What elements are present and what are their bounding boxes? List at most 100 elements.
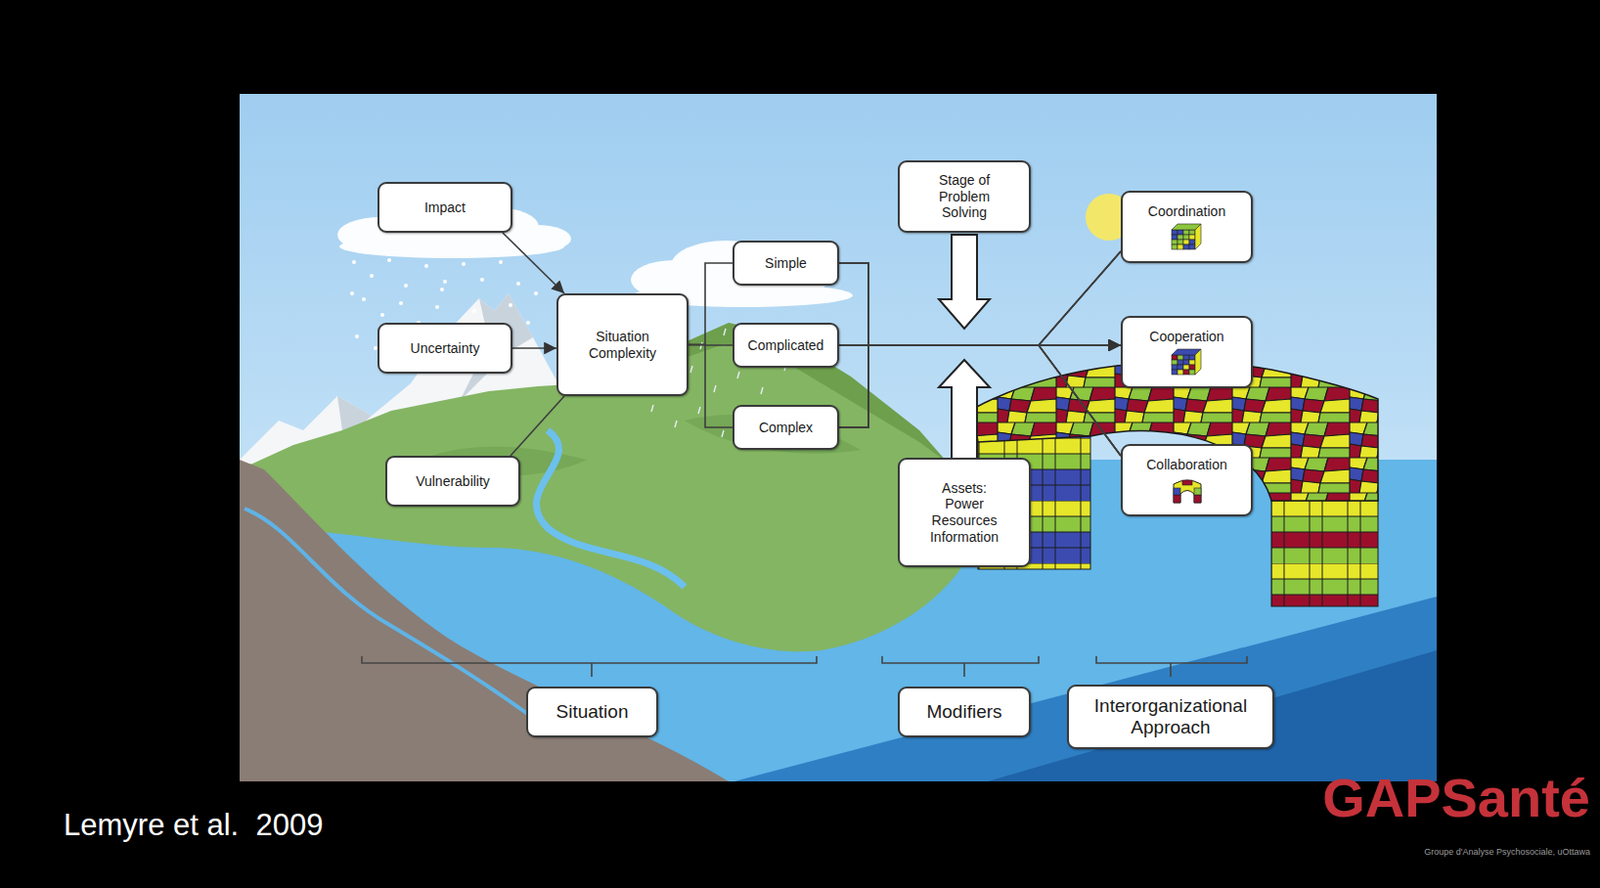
icon-part (1189, 355, 1196, 360)
section-label-box: Interorganizational Approach (1066, 684, 1275, 750)
icon-part (1183, 229, 1190, 235)
icon-part (1189, 364, 1196, 370)
node-text: Collaboration (1146, 456, 1228, 474)
icon-part (1171, 364, 1178, 370)
icon-part (1177, 244, 1184, 250)
bracket (361, 656, 817, 677)
connector (839, 263, 1121, 346)
node-text: Simple (764, 255, 807, 272)
icon-part (1195, 349, 1201, 375)
icon-part (1195, 223, 1201, 250)
river (244, 508, 548, 729)
brown-land (239, 459, 729, 782)
factor-box: Uncertainty (377, 322, 513, 374)
river (535, 430, 685, 587)
connector (839, 345, 1121, 456)
scene (239, 93, 1437, 782)
icon-part (1189, 239, 1196, 245)
connector (839, 251, 1121, 428)
complexity-box: Situation Complexity (556, 293, 689, 397)
icon-part (1189, 244, 1196, 250)
modifier-box: Stage of Problem Solving (897, 160, 1031, 233)
connector (839, 263, 1121, 456)
connector (839, 345, 1121, 456)
icon-part (1189, 369, 1196, 375)
logo-subtitle: Groupe d'Analyse Psychosociale, uOttawa (1423, 846, 1591, 857)
icon-part (1171, 229, 1178, 235)
icon-part (1183, 244, 1190, 250)
node-text: Impact (424, 199, 466, 217)
node-text: Complex (758, 419, 813, 437)
node-text: Coordination (1148, 203, 1226, 221)
deep-water (987, 650, 1437, 782)
icon-part (1189, 359, 1196, 365)
connector (688, 345, 733, 429)
block-arrow (938, 359, 990, 460)
complexity-level-box: Simple (732, 240, 840, 286)
icon-part (1171, 359, 1178, 365)
node-text: Complicated (748, 337, 825, 355)
approach-box: Coordination (1120, 190, 1253, 264)
citation: Lemyre et al. 2009 (63, 807, 323, 844)
sky (239, 93, 1437, 782)
connector (839, 251, 1121, 346)
icon-part (1177, 239, 1184, 245)
connector (688, 263, 733, 346)
connector (839, 251, 1121, 346)
cloud (339, 234, 565, 259)
icon-part (1194, 488, 1201, 495)
icon-part (1183, 239, 1190, 245)
connector (839, 345, 1121, 428)
approach-box: Cooperation (1120, 315, 1253, 389)
node-text: Assets: Power Resources Information (925, 480, 1004, 545)
node-text: Cooperation (1149, 328, 1224, 346)
modifier-box: Assets: Power Resources Information (897, 457, 1031, 568)
node-text: Stage of Problem Solving (932, 172, 997, 222)
bracket (1096, 656, 1247, 677)
icon-part (1177, 229, 1184, 235)
complexity-level-box: Complex (732, 404, 840, 450)
icon-part (1194, 494, 1201, 503)
factor-box: Vulnerability (385, 455, 521, 507)
factor-box: Impact (377, 181, 513, 233)
cube-icon (1170, 222, 1204, 251)
block-arrow (938, 234, 990, 329)
node-text: Uncertainty (410, 340, 481, 357)
node-text: Modifiers (926, 701, 1002, 723)
icon-part (1183, 234, 1190, 240)
icon-part (1173, 494, 1181, 503)
icon-part (1171, 234, 1178, 240)
node-text: Vulnerability (415, 473, 490, 490)
icon-part (1177, 234, 1184, 240)
bracket (882, 656, 1039, 677)
icon-part (1189, 234, 1196, 240)
section-label-box: Situation (526, 686, 659, 738)
icon-part (1173, 488, 1181, 495)
connector (510, 396, 565, 456)
connector (502, 232, 565, 294)
icon-part (1171, 244, 1178, 250)
arch-icon (1170, 476, 1204, 504)
approach-box: Collaboration (1120, 444, 1253, 517)
icon-part (1177, 369, 1184, 375)
icon-part (1177, 364, 1184, 370)
icon-part (1183, 355, 1190, 360)
icon-part (1171, 355, 1178, 360)
icon-part (1171, 239, 1178, 245)
icon-part (1173, 480, 1201, 503)
icon-part (1189, 229, 1196, 235)
icon-part (1183, 359, 1190, 365)
section-label-box: Modifiers (897, 686, 1031, 738)
node-text: Situation Complexity (577, 328, 668, 361)
icon-part (1177, 359, 1184, 365)
icon-part (1183, 364, 1190, 370)
complexity-level-box: Complicated (732, 322, 840, 368)
node-text: Interorganizational Approach (1076, 695, 1265, 740)
section-brackets (361, 656, 1247, 677)
node-text: Situation (556, 701, 629, 723)
logo-wordmark: GAPSanté (1322, 766, 1591, 830)
connector (512, 347, 557, 350)
bridge-pillar (1271, 493, 1378, 607)
icon-part (1171, 369, 1178, 375)
